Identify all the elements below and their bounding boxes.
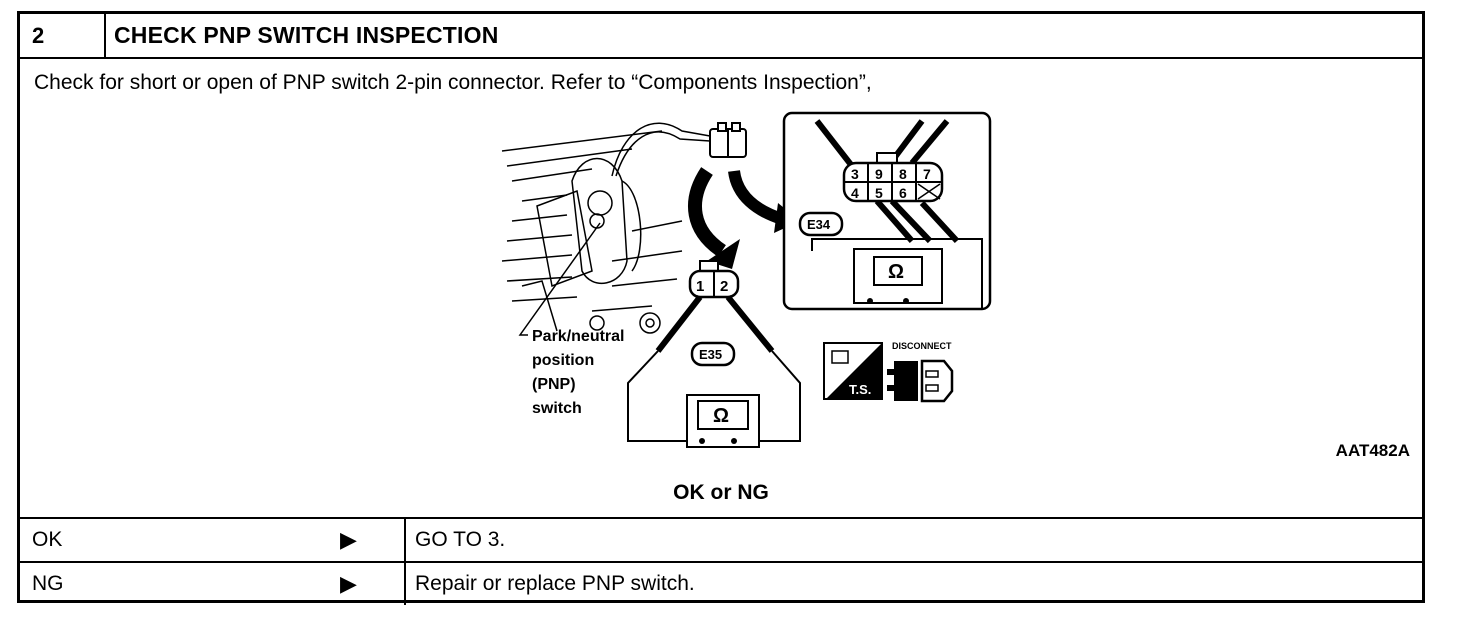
disconnect-arrow-right <box>728 169 784 225</box>
switch-label-line-4: switch <box>532 400 582 417</box>
inspection-figure: Park/neutral position (PNP) switch 1 2 <box>482 111 1002 456</box>
e34-multi-pin-connector: 3 9 8 7 4 5 6 <box>842 152 944 203</box>
step-body: Check for short or open of PNP switch 2-… <box>20 59 1422 517</box>
result-ng-action: Repair or replace PNP switch. <box>415 572 695 595</box>
result-ng-arrow-icon: ▶ <box>340 571 357 596</box>
instruction-text: Check for short or open of PNP switch 2-… <box>34 71 872 94</box>
pin-7-label: 7 <box>923 166 931 182</box>
ts-label: T.S. <box>849 382 871 397</box>
pnp-label-leader <box>518 222 601 336</box>
transmission-housing-drawing <box>501 122 711 334</box>
switch-label-line-1: Park/neutral <box>532 328 624 345</box>
e35-connector-badge <box>690 341 736 367</box>
pin-9-label: 9 <box>875 166 883 182</box>
ts-badge: T.S. <box>823 342 883 400</box>
pin-5-label: 5 <box>875 185 883 201</box>
step-number: 2 <box>20 14 106 57</box>
figure-code: AAT482A <box>1335 441 1410 460</box>
disconnect-arrow-left <box>688 167 727 257</box>
switch-label-line-2: position <box>532 352 594 369</box>
pin-4-label: 4 <box>851 185 859 201</box>
inspection-step-table: 2 CHECK PNP SWITCH INSPECTION Check for … <box>17 11 1425 605</box>
pin-2-label: 2 <box>720 278 728 295</box>
harness-connector-drawing <box>709 122 747 158</box>
result-ok-arrow-icon: ▶ <box>340 527 357 552</box>
step-title: CHECK PNP SWITCH INSPECTION <box>114 22 499 48</box>
disconnect-icon: DISCONNECT <box>887 341 954 403</box>
e34-connector-badge <box>798 211 844 237</box>
result-ok-label: OK <box>32 528 63 551</box>
pnp-2pin-connector: 1 2 <box>688 260 740 299</box>
pin-3-label: 3 <box>851 166 859 182</box>
ohm-symbol-e34: Ω <box>888 261 904 283</box>
pin-1-label: 1 <box>696 278 704 295</box>
step-header: 2 CHECK PNP SWITCH INSPECTION <box>20 14 1422 59</box>
e34-label: E34 <box>807 217 831 232</box>
ohm-symbol-e35: Ω <box>713 405 729 427</box>
result-ng-label: NG <box>32 572 64 595</box>
pin-6-label: 6 <box>899 185 907 201</box>
pnp-switch-diagram: Park/neutral position (PNP) switch 1 2 <box>501 111 992 448</box>
e35-test-leads <box>627 295 801 442</box>
pin-8-label: 8 <box>899 166 907 182</box>
e35-label: E35 <box>699 347 722 362</box>
verdict-label: OK or NG <box>673 481 769 504</box>
result-row-ok: OK ▶ GO TO 3. <box>20 517 1422 561</box>
result-ok-action: GO TO 3. <box>415 528 506 551</box>
disconnect-label: DISCONNECT <box>892 341 952 351</box>
result-row-ng: NG ▶ Repair or replace PNP switch. <box>20 561 1422 605</box>
switch-label-line-3: (PNP) <box>532 376 576 393</box>
